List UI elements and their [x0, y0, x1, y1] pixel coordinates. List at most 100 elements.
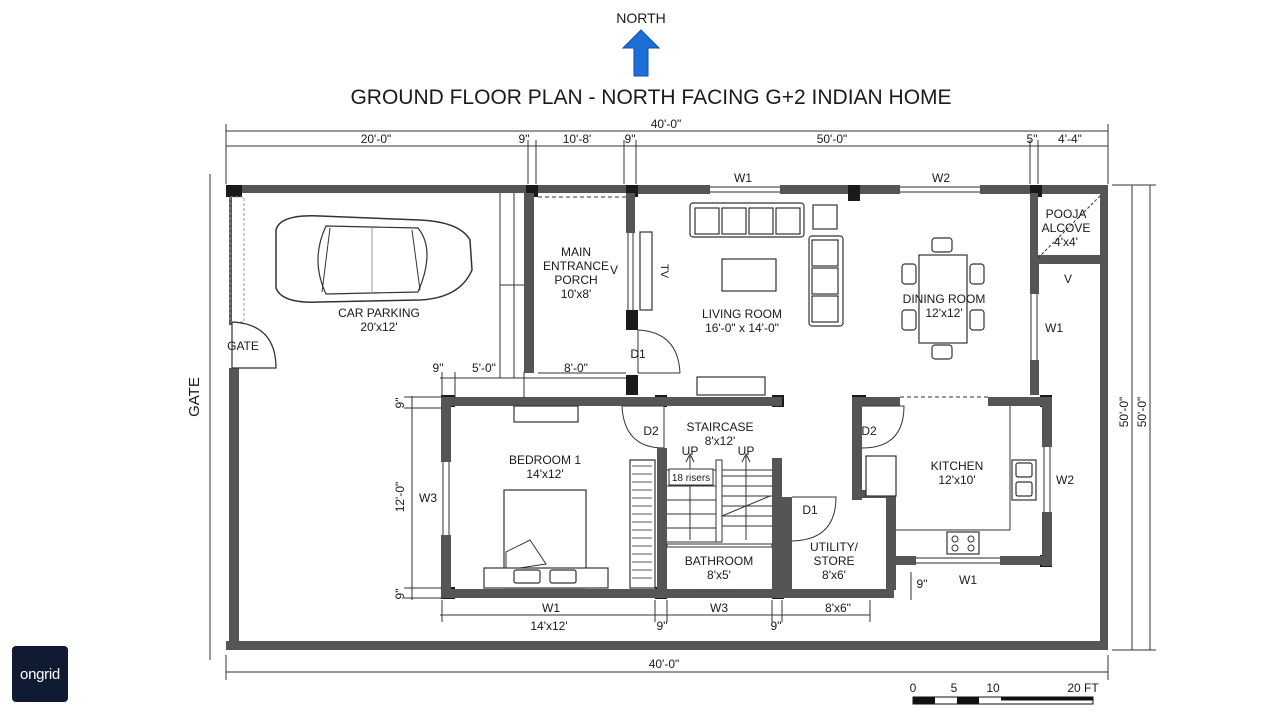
scale-5: 5: [951, 681, 958, 695]
dim-mid-2: 5'-0": [472, 361, 496, 375]
scale-bar: [912, 696, 1094, 705]
dim-mid-1: 9": [433, 361, 444, 375]
label-w2-kitchen: W2: [1056, 473, 1074, 487]
window-w3-bathroom: [694, 590, 742, 597]
porch-left-wall: [524, 193, 534, 373]
bathroom-name: BATHROOM: [685, 554, 753, 568]
dim-top-6: 5": [1027, 132, 1038, 146]
staircase-name: STAIRCASE: [686, 420, 753, 434]
bathroom-size: 8'x5': [707, 568, 731, 582]
window-w3-bedroom: [442, 462, 450, 535]
mid-dimensions: [440, 372, 626, 398]
brand-logo: ongrid: [12, 646, 68, 702]
dim-top-2: 9": [519, 132, 530, 146]
dim-right-1: 50'-0": [1117, 397, 1131, 428]
fridge-icon: [865, 455, 897, 497]
risers-box: [668, 468, 714, 486]
dining-size: 12'x12': [925, 306, 962, 320]
utility-size: 8'x6': [822, 568, 846, 582]
door-d2-kitchen: [861, 405, 905, 449]
porch-v-label: V: [610, 263, 618, 277]
label-d2-bedroom: D2: [643, 424, 659, 438]
console-icon: [696, 376, 766, 396]
window-w1-dining: [1030, 294, 1038, 360]
kitchen-name: KITCHEN: [931, 459, 984, 473]
utility-line1: UTILITY/: [810, 540, 859, 554]
kitchen-size: 12'x10': [938, 473, 975, 487]
side-gate-label: GATE: [186, 377, 203, 417]
window-w1-top: [710, 186, 780, 193]
pooja-size: 4'x4': [1054, 235, 1078, 249]
label-up-2: UP: [738, 444, 755, 458]
window-w2-top: [900, 186, 980, 193]
label-w1-dining: W1: [1045, 321, 1063, 335]
north-label: NORTH: [616, 10, 666, 26]
label-w1-kitchen-bottom: W1: [959, 573, 977, 587]
window-w1-kitchen-bottom: [916, 557, 1000, 564]
dining-name: DINING ROOM: [903, 292, 986, 306]
window-living-left: [627, 233, 634, 310]
scale-10: 10: [986, 681, 1000, 695]
brand-logo-text: ongrid: [20, 665, 60, 683]
bottom-inner-dimensions: [440, 600, 871, 622]
label-w3-bathroom: W3: [710, 601, 728, 615]
label-d1-utility: D1: [802, 503, 818, 517]
stove-icon: [946, 531, 980, 555]
porch-line3: PORCH: [554, 273, 597, 287]
staircase-size: 8'x12': [705, 434, 736, 448]
parking-side-panel: [229, 196, 245, 323]
bottom-total-dimension: [225, 655, 1109, 680]
bedroom-name: BEDROOM 1: [509, 453, 581, 467]
dim-top-4: 9": [625, 132, 636, 146]
dim-top-7: 4'-4": [1058, 132, 1082, 146]
plan-title: GROUND FLOOR PLAN - NORTH FACING G+2 IND…: [350, 86, 951, 109]
dim-top-3: 10'-8': [563, 132, 592, 146]
dim-left-2: 12'-0": [393, 482, 407, 513]
dim-mid-3: 8'-0": [564, 361, 588, 375]
window-w2-kitchen: [1043, 447, 1051, 512]
label-d2-kitchen: D2: [861, 424, 877, 438]
side-table-icon: [812, 204, 838, 230]
living-left-wall: [626, 193, 635, 233]
dim-kitchen-9: 9": [917, 577, 928, 591]
dim-left-1: 9": [393, 398, 407, 409]
bedroom-size: 14'x12': [526, 467, 563, 481]
label-risers: 18 risers: [672, 473, 710, 484]
sink-icon: [1011, 459, 1037, 501]
pooja-line2: ALCOVE: [1042, 221, 1091, 235]
label-d1-living: D1: [630, 347, 646, 361]
dim-top-5: 50'-0": [817, 132, 848, 146]
dim-bottom-4: 8'x6": [825, 601, 851, 615]
label-up-1: UP: [682, 444, 699, 458]
living-size: 16'-0" x 14'-0": [705, 321, 779, 335]
pooja-v-label: V: [1064, 272, 1072, 286]
label-w1-bedroom-bottom: W1: [542, 601, 560, 615]
door-d1-utility: [791, 496, 837, 542]
utility-line2: STORE: [813, 554, 854, 568]
kitchen-counter-icon: [896, 406, 1011, 531]
staircase-icon: [666, 452, 773, 548]
left-dimensions: [404, 396, 442, 600]
pooja-line1: POOJA: [1046, 207, 1087, 221]
car-parking-size: 20'x12': [360, 320, 397, 334]
bed-icon: [483, 489, 609, 589]
gate-door-swing: [231, 321, 277, 369]
wardrobe-top-icon: [513, 405, 579, 423]
dim-top-1: 20'-0": [361, 132, 392, 146]
car-parking-name: CAR PARKING: [338, 306, 420, 320]
tv-label: TV: [658, 264, 670, 279]
dim-right-2: 50'-0": [1135, 397, 1149, 428]
wardrobe-icon: [629, 459, 656, 589]
dim-top-total: 40'-0": [651, 117, 682, 131]
label-w1-top: W1: [734, 171, 752, 185]
dim-bottom-total: 40'-0": [649, 657, 680, 671]
dim-bottom-1: 14'x12': [530, 619, 567, 633]
gate-door-label: GATE: [227, 339, 259, 353]
scale-0: 0: [910, 681, 917, 695]
dim-bottom-3: 9": [771, 619, 782, 633]
top-dimensions: [225, 124, 1109, 184]
sofa-icon: [689, 202, 805, 238]
porch-size: 10'x8': [561, 287, 592, 301]
living-name: LIVING ROOM: [702, 307, 782, 321]
